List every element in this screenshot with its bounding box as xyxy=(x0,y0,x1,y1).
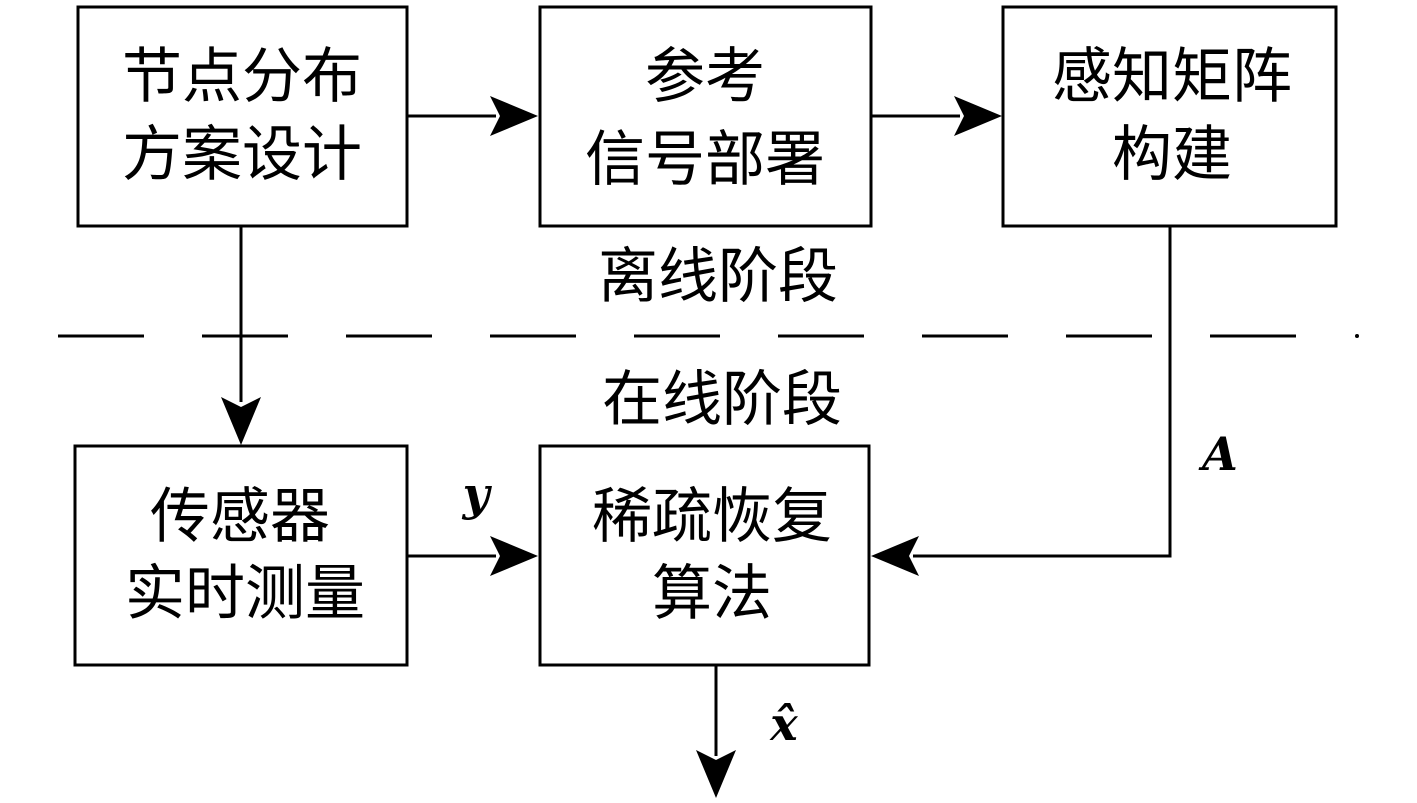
arrow-matrix-to-recovery xyxy=(871,226,1172,576)
stage-separator-end-dot xyxy=(1355,334,1359,338)
reference-signal-line2: 信号部署 xyxy=(585,125,825,195)
sensor-measurement-line2: 实时测量 xyxy=(125,559,365,629)
arrow-design-to-sensor xyxy=(221,226,261,445)
measurement-vector-y-label: y xyxy=(462,467,493,521)
sensing-matrix-line2: 构建 xyxy=(1112,120,1232,190)
node-distribution-design-line2: 方案设计 xyxy=(122,120,362,190)
sensing-matrix-line1: 感知矩阵 xyxy=(1052,42,1292,112)
sensor-measurement-line1: 传感器 xyxy=(150,482,330,552)
online-stage-label: 在线阶段 xyxy=(602,365,842,435)
node-distribution-design-line1: 节点分布 xyxy=(122,42,362,112)
arrow-reference-to-matrix xyxy=(871,96,1002,136)
arrow-recovery-output xyxy=(696,665,736,798)
reference-signal-deployment-box: 参考 信号部署 xyxy=(538,5,873,228)
estimated-x-hat-label: x̂ xyxy=(769,697,798,751)
sensing-matrix-construction-box: 感知矩阵 构建 xyxy=(1001,5,1338,228)
arrow-design-to-reference xyxy=(407,96,538,136)
node-distribution-design-box: 节点分布 方案设计 xyxy=(76,5,409,228)
reference-signal-line1: 参考 xyxy=(645,42,765,112)
sensor-realtime-measurement-box: 传感器 实时测量 xyxy=(73,444,409,667)
sparse-recovery-algorithm-box: 稀疏恢复 算法 xyxy=(538,444,871,667)
sensing-matrix-A-label: A xyxy=(1198,427,1238,481)
arrow-sensor-to-recovery xyxy=(407,536,538,576)
offline-stage-label: 离线阶段 xyxy=(598,242,838,312)
sparse-recovery-line1: 稀疏恢复 xyxy=(592,482,832,552)
sparse-recovery-line2: 算法 xyxy=(652,559,772,629)
